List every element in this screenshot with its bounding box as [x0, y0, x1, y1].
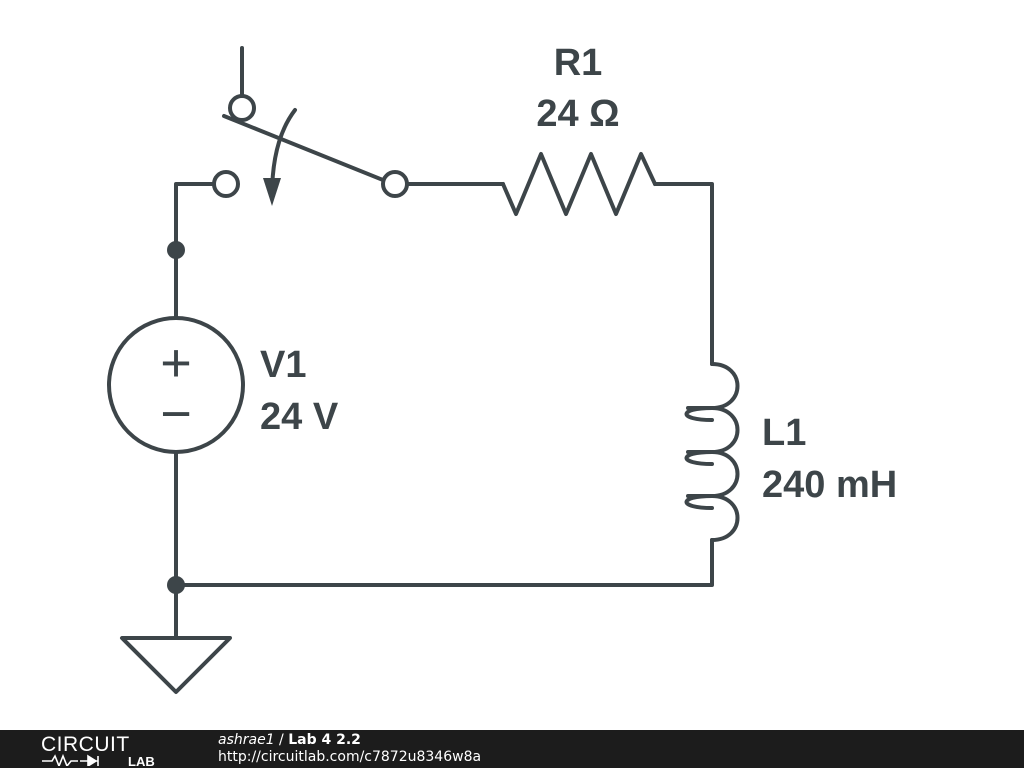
junction-node-top — [167, 241, 185, 259]
switch-terminal-right — [381, 170, 409, 198]
author-name[interactable]: ashrae1 — [218, 732, 275, 748]
ground-triangle — [120, 636, 232, 694]
title-separator: / — [274, 732, 289, 748]
logo-text-bottom: LAB — [128, 754, 155, 766]
switch-action-arrowhead — [263, 178, 281, 206]
resistor-r1[interactable]: R1 24 Ω — [501, 42, 657, 216]
wire-inductor-to-bottom — [174, 538, 714, 587]
source-minus-sign: − — [160, 384, 192, 444]
source-circle — [107, 316, 245, 454]
footer-meta: ashrae1 / Lab 4 2.2 http://circuitlab.co… — [218, 732, 481, 766]
source-plus-sign: + — [160, 333, 192, 393]
r1-value: 24 Ω — [536, 93, 619, 135]
resistor-zigzag — [501, 152, 657, 216]
circuit-title-line: ashrae1 / Lab 4 2.2 — [218, 732, 481, 749]
inductor-l1[interactable]: L1 240 mH — [684, 362, 898, 542]
logo-resistor-icon — [42, 753, 78, 766]
switch-terminal-top — [228, 94, 256, 122]
l1-value: 240 mH — [762, 464, 897, 506]
switch-terminal-left — [212, 170, 240, 198]
r1-designator: R1 — [554, 42, 603, 84]
logo-diode-icon — [80, 754, 99, 766]
l1-designator: L1 — [762, 412, 806, 454]
wire-left-top — [174, 182, 216, 320]
v1-value: 24 V — [260, 396, 339, 438]
circuitlab-logo[interactable]: CIRCUIT LAB — [40, 732, 180, 766]
circuit-url[interactable]: http://circuitlab.com/c7872u8346w8a — [218, 749, 482, 765]
voltage-source-v1[interactable]: + − V1 24 V — [107, 316, 339, 454]
circuit-title[interactable]: Lab 4 2.2 — [288, 732, 361, 748]
switch-s1[interactable] — [212, 94, 409, 206]
junction-node-bottom — [167, 576, 185, 594]
schematic-diagram: R1 24 Ω + − V1 24 V L1 240 mH — [107, 42, 898, 694]
inductor-coil-loops — [684, 406, 714, 510]
v1-designator: V1 — [260, 344, 306, 386]
wires — [174, 46, 714, 640]
footer-bar: CIRCUIT LAB ashrae1 / Lab 4 2.2 http://c… — [0, 730, 1024, 768]
logo-text-top: CIRCUIT — [41, 733, 130, 756]
switch-blade — [222, 114, 385, 182]
wire-resistor-to-inductor — [653, 182, 714, 366]
ground-symbol — [120, 636, 232, 694]
